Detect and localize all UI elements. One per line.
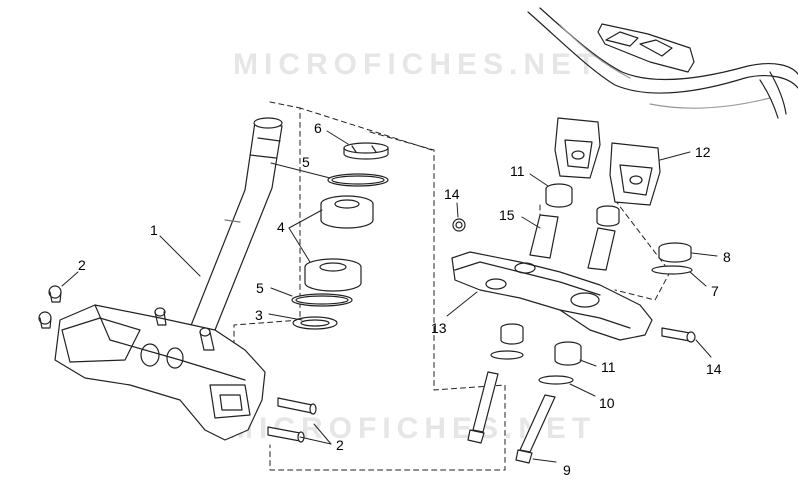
callout-1: 1 (150, 222, 158, 238)
callout-5a: 5 (302, 154, 310, 170)
part-2-screws (267, 397, 317, 443)
callout-2a: 2 (78, 257, 86, 273)
part-14-bolt (661, 327, 696, 343)
callout-11b: 11 (601, 359, 616, 375)
callout-12: 12 (695, 144, 711, 160)
part-4-bearing-lower (304, 258, 362, 292)
callout-9: 9 (563, 462, 571, 478)
watermark-top: MICROFICHES.NET (233, 48, 602, 81)
callout-5b: 5 (256, 280, 264, 296)
part-14-cap (452, 218, 466, 232)
callout-2b: 2 (336, 437, 344, 453)
part-3-washer (292, 316, 338, 330)
part-11-bushing-upper (545, 183, 620, 227)
leader-lines (61, 130, 718, 463)
part-10-washer-a (490, 350, 524, 360)
callout-13: 13 (431, 320, 447, 336)
callout-14b: 14 (706, 361, 722, 377)
part-6-ring-nut (343, 142, 389, 160)
part-4-bearing-upper (320, 195, 374, 229)
callout-11a: 11 (510, 163, 525, 179)
callout-6: 6 (314, 120, 322, 136)
part-2-plugs (38, 285, 62, 329)
part-7-washer (651, 265, 693, 275)
handlebar (527, 7, 798, 119)
part-13-upper-triple-clamp (451, 251, 653, 341)
callout-4: 4 (277, 219, 285, 235)
callout-8: 8 (723, 249, 731, 265)
assembly-dashed-lines (233, 101, 671, 471)
callout-10: 10 (599, 395, 615, 411)
part-11-bushing-lower (500, 323, 582, 366)
part-8-nut (658, 242, 692, 263)
callout-14a: 14 (444, 186, 460, 202)
part-12-handlebar-clamps (554, 117, 661, 206)
callout-15: 15 (499, 207, 515, 223)
part-9-bolts (467, 371, 556, 464)
part-1-steering-stem (54, 117, 283, 441)
callout-7: 7 (711, 283, 719, 299)
callout-3: 3 (255, 307, 263, 323)
part-15-spacers (529, 214, 616, 271)
part-10-washer-b (538, 375, 574, 385)
